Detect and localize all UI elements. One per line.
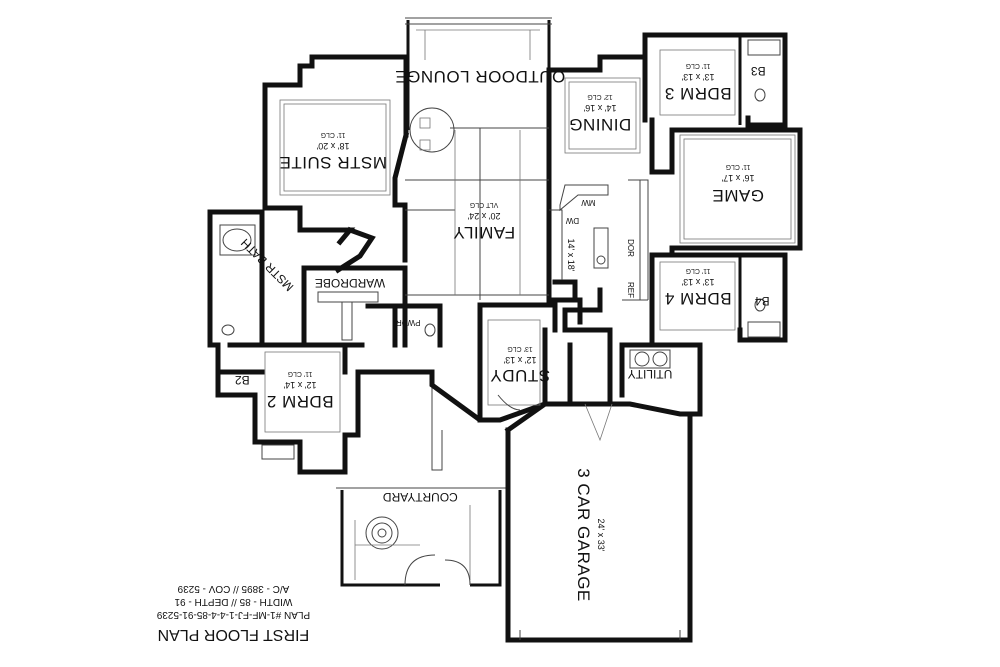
dw-label: DW — [565, 216, 579, 225]
family-size: 20' x 24' — [467, 211, 500, 221]
dining-size: 14' x 16' — [583, 103, 616, 113]
family-label: FAMILY — [453, 223, 515, 242]
plan-area: A/C - 3895 // COV - 5239 — [177, 583, 289, 594]
b2-label: B2 — [235, 373, 250, 387]
bdrm3-clg: 11' CLG — [686, 62, 711, 69]
family-clg: VLT CLG — [470, 201, 499, 208]
bdrm4-label: BDRM 4 — [664, 289, 731, 308]
bdrm4-size: 13' x 13' — [681, 277, 714, 287]
utility-label: UTILITY — [628, 367, 673, 381]
bdrm3-label: BDRM 3 — [664, 84, 731, 103]
ceiling-details — [264, 29, 796, 433]
bdrm2-size: 12' x 14' — [283, 380, 316, 390]
b3-label: B3 — [751, 64, 766, 78]
study-size: 12' x 13' — [503, 355, 536, 365]
bdrm2-clg: 11' CLG — [288, 370, 313, 377]
dining-label: DINING — [569, 115, 632, 134]
bdrm4-clg: 11' CLG — [686, 267, 711, 274]
bdrm3-size: 13' x 13' — [681, 72, 714, 82]
garage-label: 3 CAR GARAGE — [574, 468, 593, 602]
ref-label: REF — [626, 282, 635, 298]
plan-title: FIRST FLOOR PLAN — [158, 626, 310, 643]
bdrm2-label: BDRM 2 — [266, 392, 333, 411]
plan-dimensions: WIDTH - 85 // DEPTH - 91 — [174, 596, 292, 607]
plan-title-block: FIRST FLOOR PLAN PLAN #1-MF-FJ-1-4-4-85-… — [156, 583, 310, 643]
game-clg: 11' CLG — [726, 163, 751, 170]
kitchen-size: 14' x 18' — [566, 239, 576, 272]
mw-label: MW — [581, 198, 596, 207]
pwdr-label: PWDR — [396, 318, 421, 327]
game-size: 16' x 17' — [721, 173, 754, 183]
garage-size: 24' x 33' — [596, 519, 606, 552]
plan-number: PLAN #1-MF-FJ-1-4-4-85-91-5239 — [156, 609, 310, 620]
wardrobe-label: WARDROBE — [315, 276, 385, 290]
outdoor-lounge-label: OUTDOOR LOUNGE — [395, 67, 565, 86]
fixtures — [219, 39, 781, 586]
mstr-suite-size: 18' x 20' — [316, 141, 349, 151]
mstr-bath-label: MSTR BATH — [238, 236, 296, 294]
b4-label: B4 — [755, 294, 770, 308]
mstr-suite-label: MSTR SUITE — [279, 153, 387, 172]
game-label: GAME — [712, 186, 764, 205]
exterior-walls — [207, 17, 803, 643]
courtyard-label: COURTYARD — [383, 490, 458, 504]
dor-label: DOR — [626, 239, 635, 257]
study-clg: 13' CLG — [507, 345, 532, 352]
dining-clg: 12' CLG — [587, 93, 612, 100]
mstr-suite-clg: 11' CLG — [321, 131, 346, 138]
study-label: STUDY — [490, 366, 550, 385]
